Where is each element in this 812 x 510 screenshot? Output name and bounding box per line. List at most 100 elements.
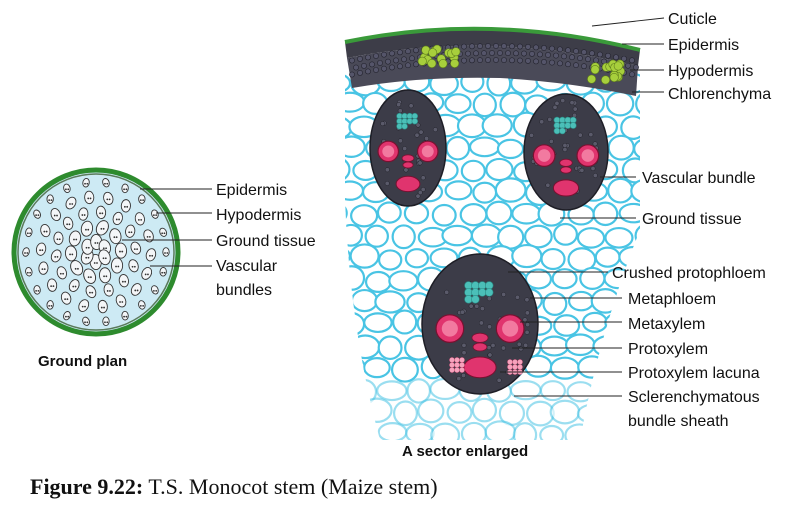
xylem-dot bbox=[134, 289, 137, 292]
vascular-bundle-left bbox=[369, 89, 447, 207]
hypodermis-cell bbox=[377, 60, 383, 66]
xylem-dot bbox=[121, 280, 124, 283]
xylem-dot bbox=[59, 272, 62, 275]
xylem-dot bbox=[123, 315, 125, 318]
sheath-cell bbox=[461, 350, 467, 356]
metaxylem-lumen bbox=[421, 145, 434, 158]
sheath-cell bbox=[522, 317, 528, 323]
hypodermis-cell bbox=[557, 60, 563, 67]
protoxylem bbox=[560, 166, 572, 174]
vascular-bundle-dot bbox=[97, 299, 108, 314]
sheath-cell bbox=[501, 345, 506, 351]
protoxylem bbox=[472, 342, 488, 352]
protoxylem-cell bbox=[459, 362, 465, 368]
xylem-dot bbox=[71, 253, 74, 256]
label-hypodermis: Hypodermis bbox=[668, 63, 753, 80]
parenchyma-cell bbox=[345, 201, 348, 225]
xylem-dot bbox=[84, 321, 86, 324]
xylem-dot bbox=[155, 214, 158, 217]
xylem-dot bbox=[29, 232, 32, 235]
sheath-cell bbox=[523, 342, 529, 348]
xylem-dot bbox=[48, 199, 51, 201]
xylem-dot bbox=[164, 252, 166, 254]
sheath-cell bbox=[420, 175, 426, 181]
hypodermis-cell bbox=[469, 43, 475, 50]
parenchyma-cell bbox=[604, 226, 634, 249]
label-chlorenchyma: Chlorenchyma bbox=[668, 86, 771, 103]
hypodermis-cell bbox=[573, 48, 579, 55]
sheath-cell bbox=[572, 106, 578, 112]
gp-label-ground-tissue: Ground tissue bbox=[216, 233, 316, 250]
vascular-bundle-dot bbox=[103, 191, 114, 205]
chlorenchyma-cell bbox=[427, 58, 437, 68]
ground-plan-vascular-bundles bbox=[22, 177, 170, 327]
vascular-bundle-dot bbox=[98, 249, 111, 266]
hypodermis-cell bbox=[589, 50, 595, 57]
hypodermis-cell bbox=[461, 57, 467, 64]
ground-plan-leaders bbox=[122, 188, 212, 267]
sheath-cell bbox=[569, 100, 575, 106]
xylem-dot bbox=[108, 198, 111, 201]
parenchyma-cell bbox=[564, 423, 595, 440]
xylem-dot bbox=[35, 289, 38, 292]
sheath-cell bbox=[474, 303, 480, 309]
xylem-dot bbox=[81, 305, 84, 308]
parenchyma-cell bbox=[444, 93, 472, 115]
label-epidermis: Epidermis bbox=[668, 37, 739, 54]
sheath-cell bbox=[592, 173, 598, 178]
xylem-dot bbox=[64, 298, 67, 301]
parenchyma-cell bbox=[551, 268, 578, 290]
xylem-dot bbox=[115, 218, 118, 221]
xylem-dot bbox=[121, 301, 124, 303]
sheath-cell bbox=[402, 146, 408, 152]
parenchyma-cell bbox=[460, 159, 486, 183]
sheath-cell bbox=[414, 132, 420, 138]
parenchyma-cell bbox=[345, 380, 351, 402]
xylem-dot bbox=[71, 203, 74, 205]
sheath-cell bbox=[459, 309, 465, 315]
parenchyma-cell bbox=[349, 421, 375, 440]
xylem-dot bbox=[43, 230, 46, 233]
hypodermis-cell bbox=[613, 54, 619, 61]
parenchyma-cell bbox=[376, 201, 402, 224]
label-protoxylem-lacuna: Protoxylem lacuna bbox=[628, 365, 760, 382]
parenchyma-cell bbox=[496, 138, 525, 160]
hypodermis-cell bbox=[477, 57, 483, 64]
bundle-sheath bbox=[369, 89, 447, 207]
xylem-dot bbox=[133, 248, 136, 251]
xylem-dot bbox=[39, 249, 41, 252]
hypodermis-cell bbox=[553, 52, 559, 59]
xylem-dot bbox=[136, 289, 139, 292]
vascular-bundle-dot bbox=[38, 261, 49, 275]
vascular-bundle-dot bbox=[109, 228, 122, 245]
chlorenchyma-cell bbox=[613, 61, 623, 71]
vascular-bundle-dot bbox=[25, 227, 33, 238]
protoxylem bbox=[559, 158, 573, 167]
parenchyma-cell bbox=[566, 381, 595, 403]
hypodermis-cell bbox=[533, 44, 539, 51]
parenchyma-cell bbox=[542, 291, 568, 316]
label-cuticle: Cuticle bbox=[668, 11, 717, 28]
sheath-cell bbox=[461, 342, 467, 348]
protoxylem-cell bbox=[449, 362, 455, 368]
xylem-dot bbox=[26, 232, 29, 235]
parenchyma-cell bbox=[590, 287, 621, 314]
hypodermis-cell bbox=[597, 51, 603, 58]
vascular-bundle-dot bbox=[121, 310, 129, 321]
parenchyma-cell bbox=[470, 223, 503, 248]
hypodermis-cell bbox=[625, 62, 631, 69]
phloem-cell bbox=[401, 123, 408, 130]
parenchyma-cell bbox=[576, 403, 609, 424]
vascular-bundle-dot bbox=[151, 285, 159, 295]
hypodermis-cell bbox=[509, 43, 515, 50]
hypodermis-cell bbox=[493, 43, 499, 49]
vascular-bundle-dot bbox=[134, 212, 145, 226]
hypodermis-cell bbox=[541, 45, 547, 51]
parenchyma-cell bbox=[634, 223, 640, 248]
xylem-dot bbox=[128, 231, 131, 234]
xylem-dot bbox=[101, 212, 104, 215]
xylem-dot bbox=[87, 246, 90, 249]
vascular-bundle-dot bbox=[80, 220, 94, 237]
sheath-cell bbox=[579, 167, 585, 173]
xylem-dot bbox=[109, 290, 111, 292]
